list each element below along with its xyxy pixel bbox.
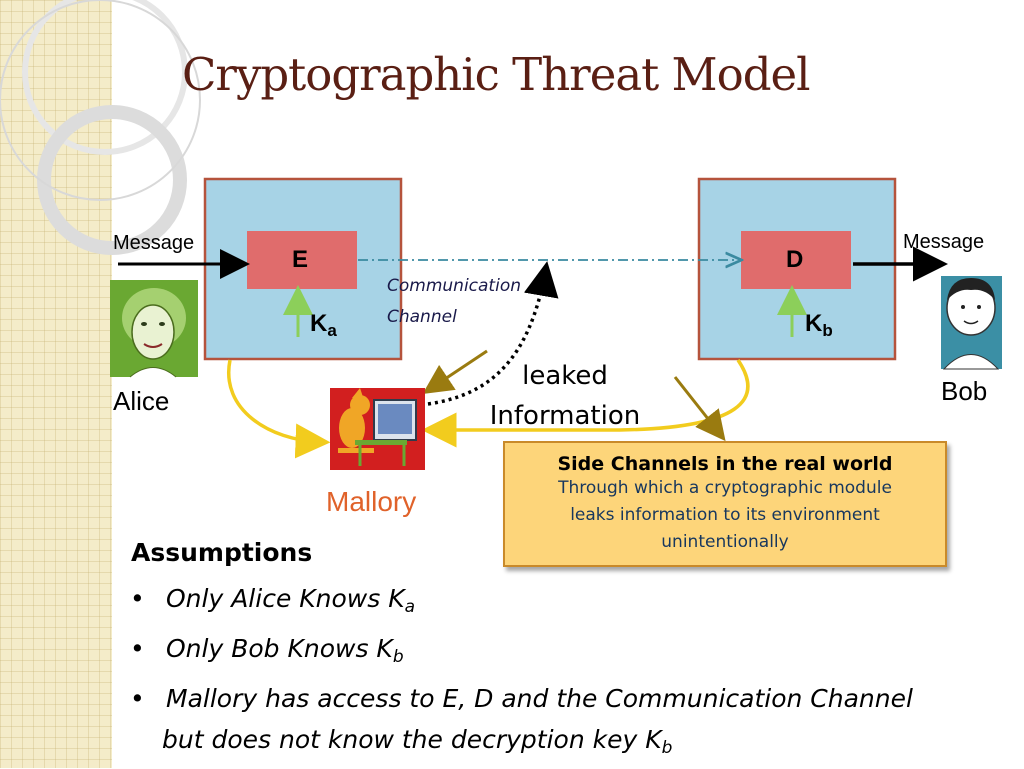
channel-label-line1: Communication (387, 276, 521, 296)
eavesdrop-arrow (427, 261, 559, 406)
alice-label: Alice (113, 386, 170, 416)
mallory-avatar (330, 388, 425, 470)
decorative-strip (0, 0, 112, 768)
assumptions-list: • Only Alice Knows Ka • Only Bob Knows K… (130, 578, 913, 769)
bullet: • (130, 684, 145, 713)
decorative-rings (0, 0, 201, 255)
decrypt-label: D (786, 246, 804, 273)
key-a-label: Ka (310, 310, 337, 340)
leak-pointer-right (673, 376, 726, 442)
key-b-label: Kb (805, 310, 833, 340)
alice-avatar (110, 280, 198, 378)
leaked-line1: leaked (522, 361, 608, 391)
assumptions-heading: Assumptions (131, 538, 313, 567)
bullet: • (130, 584, 145, 613)
assumption-item: • Only Alice Knows Ka (130, 578, 913, 628)
side-channels-line1: Through which a cryptographic module (558, 478, 892, 498)
bob-label: Bob (941, 376, 988, 406)
leak-arrow-d (421, 359, 750, 448)
decrypt-box (741, 231, 851, 289)
channel-label-line2: Channel (387, 307, 457, 327)
message-out-label: Message (903, 231, 985, 253)
mallory-label: Mallory (326, 486, 417, 517)
leak-pointer-left (422, 349, 488, 394)
assumption-item: • Mallory has access to E, D and the Com… (130, 678, 913, 769)
slide-title: Cryptographic Threat Model (182, 48, 811, 101)
leak-arrow-e (226, 359, 331, 459)
assumption-continuation: but does not know the decryption key Kb (162, 725, 673, 758)
assumption-item: • Only Bob Knows Kb (130, 628, 913, 678)
side-channels-title: Side Channels in the real world (557, 453, 893, 475)
encrypt-box (247, 231, 357, 289)
leaked-information-label: leaked Information (474, 356, 656, 436)
side-channels-line3: unintentionally (661, 532, 789, 552)
side-channels-box: Side Channels in the real world Through … (503, 441, 947, 567)
leaked-line2: Information (489, 401, 641, 431)
bullet: • (130, 634, 145, 663)
message-in-label: Message (113, 232, 195, 254)
bob-avatar (941, 276, 1002, 370)
encrypt-label: E (292, 246, 309, 273)
side-channels-line2: leaks information to its environment (570, 505, 880, 525)
